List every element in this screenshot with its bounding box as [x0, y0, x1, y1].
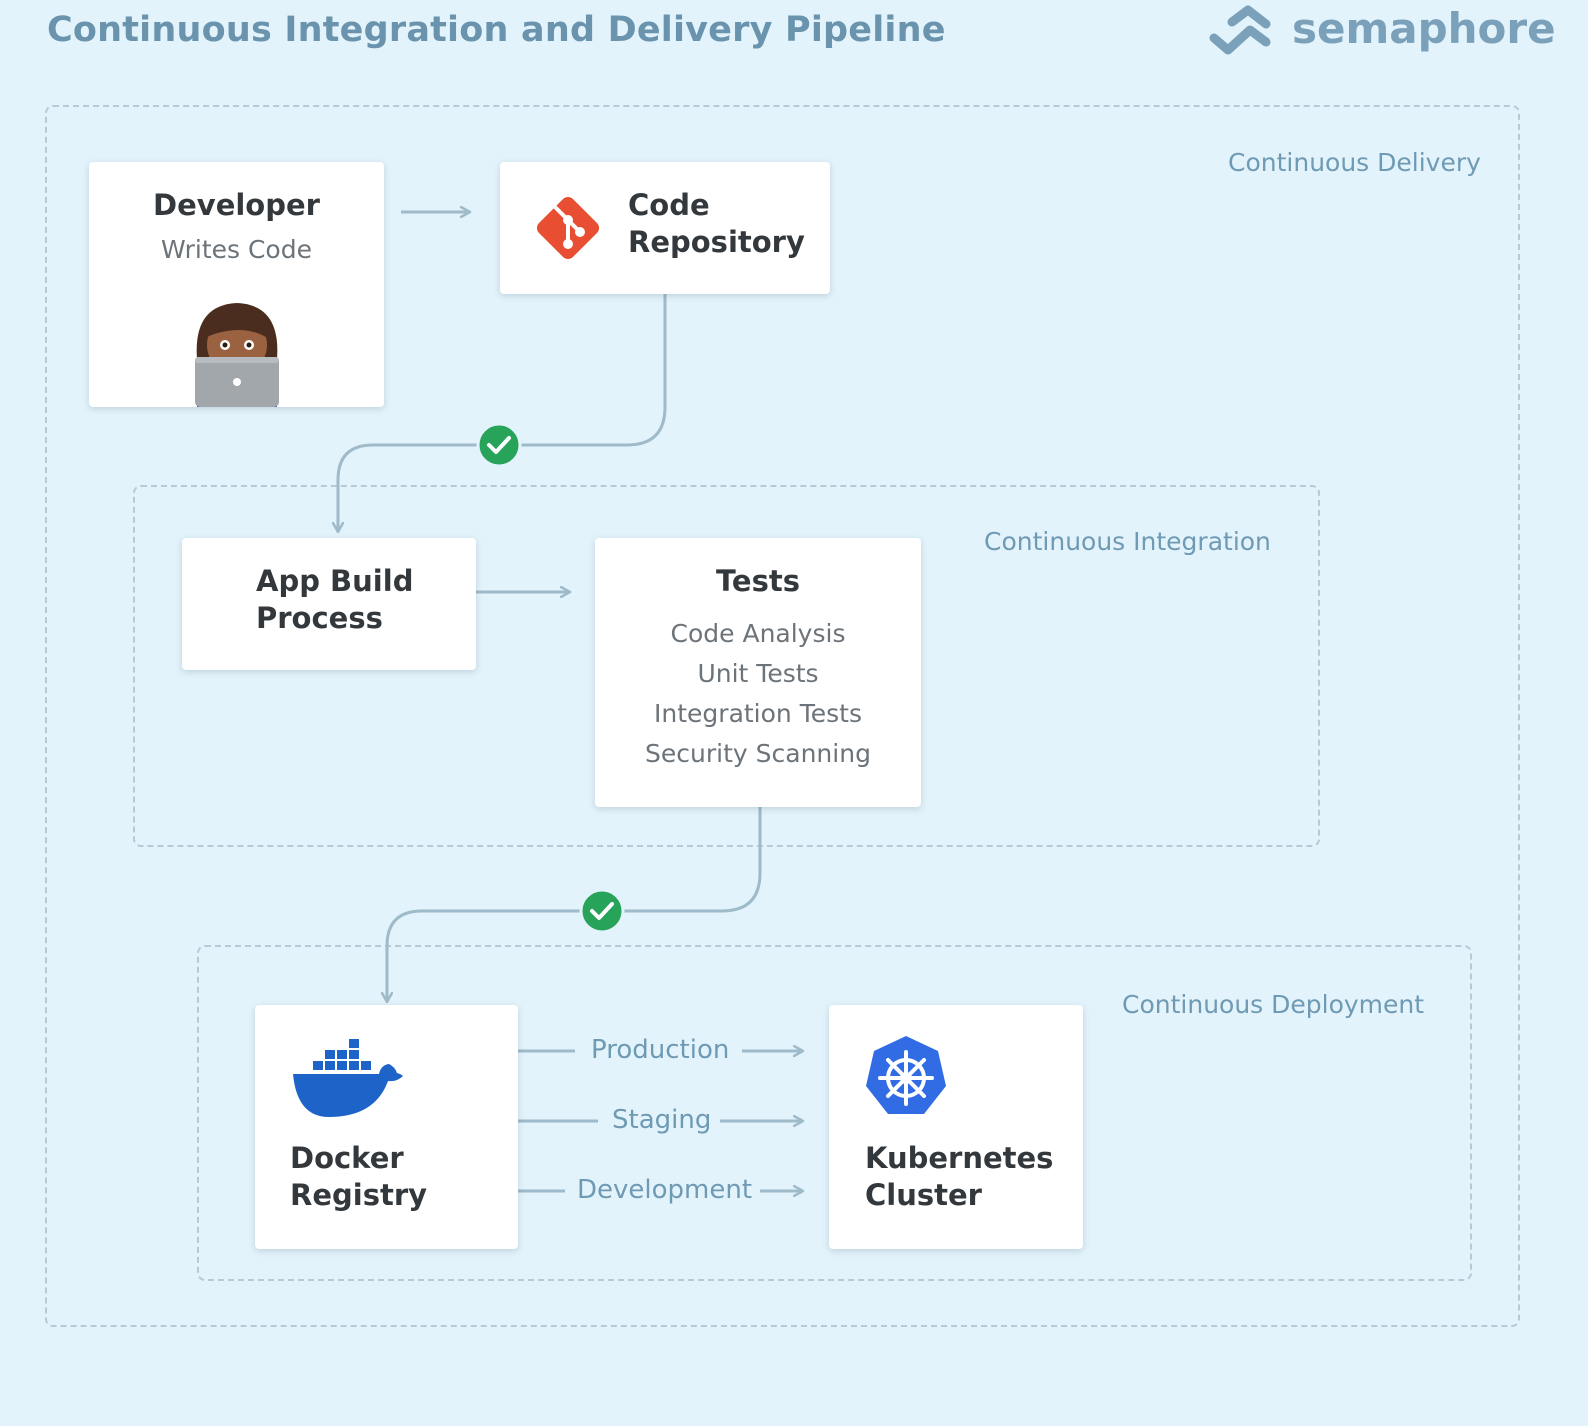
- continuous-integration-zone: [133, 485, 1320, 847]
- test-item-code-analysis: Code Analysis: [670, 619, 846, 648]
- check-icon: [476, 422, 522, 468]
- code-repository-card: Code Repository: [500, 162, 830, 294]
- test-item-security-scanning: Security Scanning: [645, 739, 871, 768]
- cluster-title-line2: Cluster: [865, 1178, 982, 1212]
- developer-card: Developer Writes Code: [89, 162, 384, 407]
- docker-whale-icon: [293, 1039, 403, 1117]
- build-title-line1: App Build: [256, 564, 414, 598]
- registry-title-line2: Registry: [290, 1178, 428, 1212]
- continuous-deployment-label: Continuous Deployment: [1122, 990, 1425, 1019]
- repository-to-build-connector: [338, 292, 667, 532]
- developer-subtitle: Writes Code: [161, 235, 312, 264]
- tests-title: Tests: [716, 564, 800, 598]
- tests-to-registry-connector: [387, 807, 762, 1002]
- brand-wordmark: semaphore: [1292, 4, 1556, 53]
- repository-title-line1: Code: [628, 188, 710, 222]
- page-title: Continuous Integration and Delivery Pipe…: [47, 10, 946, 50]
- repository-title-line2: Repository: [628, 225, 805, 259]
- semaphore-logo-icon: [1209, 5, 1271, 55]
- build-title-line2: Process: [256, 601, 383, 635]
- test-item-unit-tests: Unit Tests: [697, 659, 819, 688]
- continuous-integration-label: Continuous Integration: [984, 527, 1271, 556]
- kubernetes-helm-icon: [866, 1036, 946, 1114]
- environment-staging-label: Staging: [604, 1105, 720, 1135]
- developer-laptop-icon: [195, 303, 279, 407]
- registry-title-line1: Docker: [290, 1141, 404, 1175]
- check-icon: [579, 888, 625, 934]
- test-item-integration-tests: Integration Tests: [654, 699, 862, 728]
- continuous-deployment-zone: [197, 945, 1472, 1281]
- developer-title: Developer: [153, 188, 320, 222]
- environment-development-label: Development: [569, 1175, 761, 1205]
- continuous-delivery-label: Continuous Delivery: [1228, 148, 1481, 177]
- cluster-title-line1: Kubernetes: [865, 1141, 1054, 1175]
- continuous-delivery-zone: [45, 105, 1520, 1327]
- tests-card: Tests Code Analysis Unit Tests Integrati…: [595, 538, 921, 807]
- kubernetes-cluster-card: Kubernetes Cluster: [829, 1005, 1083, 1249]
- git-icon: [536, 196, 600, 260]
- app-build-card: App Build Process: [182, 538, 476, 670]
- environment-production-label: Production: [583, 1035, 738, 1065]
- docker-registry-card: Docker Registry: [255, 1005, 518, 1249]
